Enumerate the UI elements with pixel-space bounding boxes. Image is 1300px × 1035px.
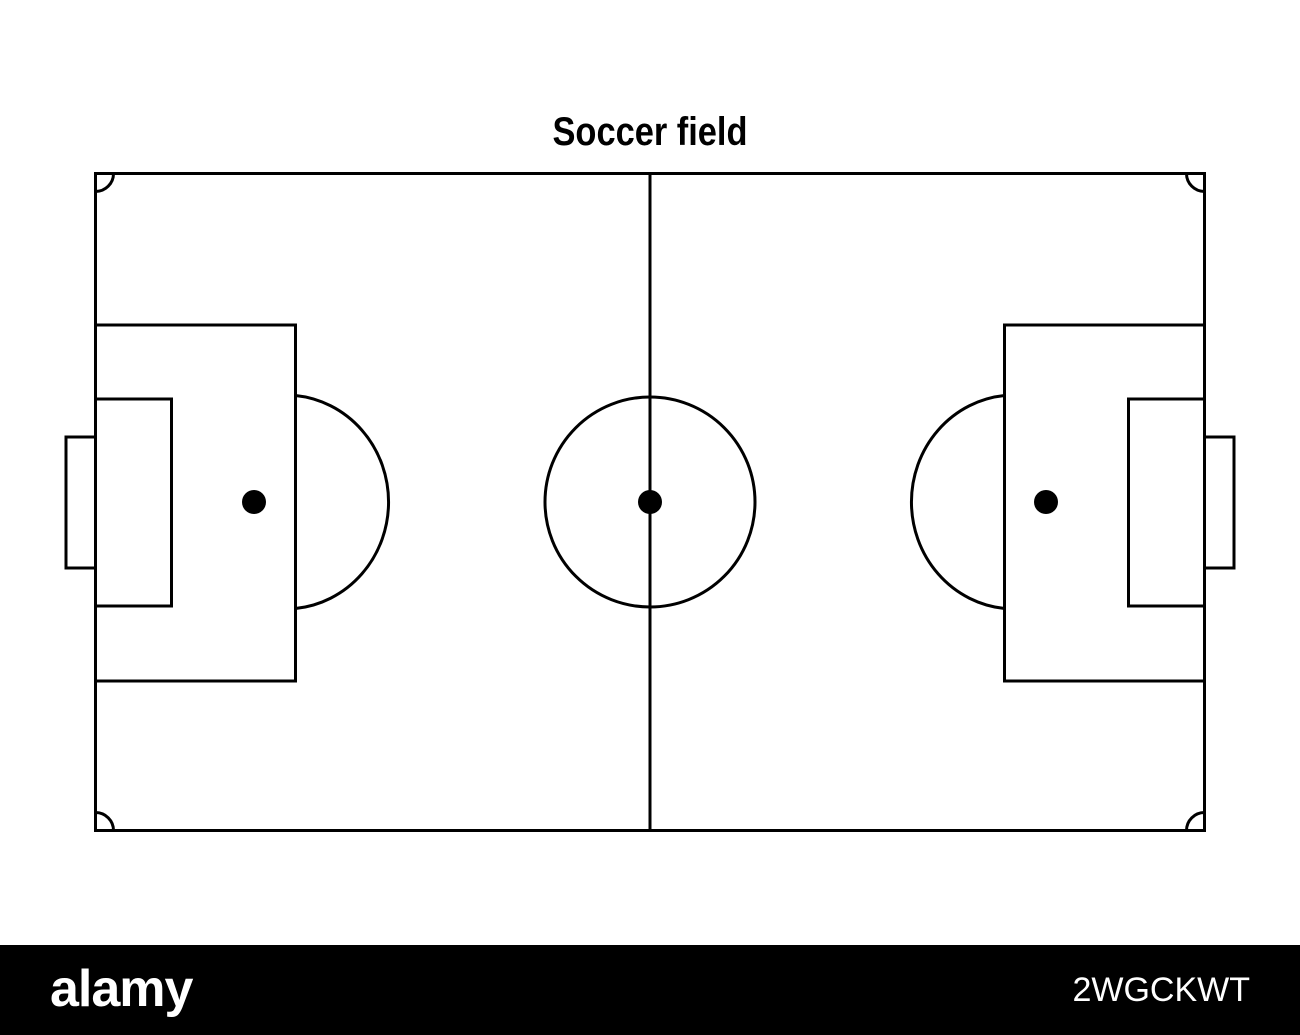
right-penalty-spot <box>1034 490 1058 514</box>
top-left-corner-arc <box>95 173 115 193</box>
alamy-logo: alamy <box>50 960 193 1018</box>
left-goal-area <box>94 397 173 608</box>
center-spot <box>638 490 662 514</box>
bottom-left-corner-arc <box>95 811 115 831</box>
bottom-right-corner-arc <box>1185 811 1205 831</box>
left-penalty-arc <box>295 394 390 610</box>
image-id-label: 2WGCKWT <box>1072 971 1250 1009</box>
stock-footer-bar: alamy 2WGCKWT <box>0 945 1300 1035</box>
right-goal <box>1203 435 1236 570</box>
soccer-field-diagram <box>64 172 1236 832</box>
right-penalty-arc <box>910 394 1005 610</box>
right-goal-area <box>1127 397 1206 608</box>
left-penalty-spot <box>242 490 266 514</box>
top-right-corner-arc <box>1185 173 1205 193</box>
diagram-title: Soccer field <box>552 110 748 154</box>
left-goal <box>64 435 97 570</box>
center-circle <box>543 395 757 609</box>
